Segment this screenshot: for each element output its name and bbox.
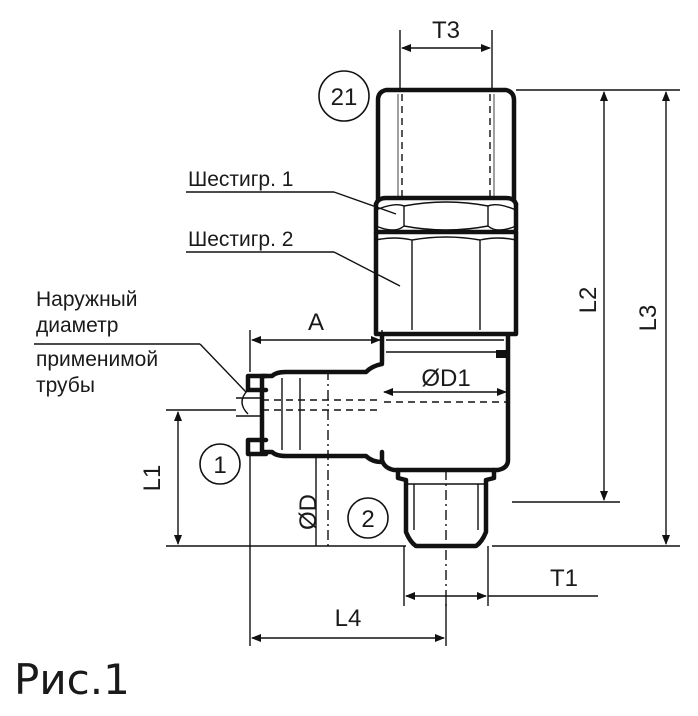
tube-label-line1: Наружный xyxy=(36,288,138,311)
l2-label: L2 xyxy=(575,287,602,314)
l4-label: L4 xyxy=(335,605,362,632)
dim-l1 xyxy=(166,409,406,547)
callout-tube xyxy=(34,343,247,393)
a-label: A xyxy=(308,309,324,336)
lower-body xyxy=(379,333,511,473)
tube-label-line4: трубы xyxy=(36,374,95,397)
hex-nut-1 xyxy=(373,195,519,233)
marker-21 xyxy=(318,70,370,122)
l1-label: L1 xyxy=(139,465,166,492)
tube-label-line3: применимой xyxy=(36,348,158,371)
callout-hex1 xyxy=(186,191,397,215)
dim-a xyxy=(249,330,383,372)
dim-l3 xyxy=(492,89,680,547)
dim-l4 xyxy=(249,456,447,646)
hex2-label: Шестигр. 2 xyxy=(188,228,293,251)
callout-hex2 xyxy=(186,251,401,287)
top-thread-section xyxy=(375,87,517,203)
dim-t1 xyxy=(403,546,598,606)
marker-21-label: 21 xyxy=(331,84,358,111)
marker-1-label: 1 xyxy=(213,452,226,479)
t1-label: T1 xyxy=(550,565,578,592)
marker-2-label: 2 xyxy=(361,506,374,533)
tube-label-line2: диаметр xyxy=(36,314,118,337)
t3-label: T3 xyxy=(432,17,460,44)
dim-t3 xyxy=(399,30,493,92)
dim-l2 xyxy=(512,89,620,503)
d-label: ØD xyxy=(295,494,322,530)
hex1-label: Шестигр. 1 xyxy=(188,168,293,191)
figure-caption: Рис.1 xyxy=(14,655,130,704)
marker-1 xyxy=(199,443,241,485)
d1-label: ØD1 xyxy=(421,365,470,392)
hex-nut-2 xyxy=(373,229,519,337)
side-port xyxy=(236,361,385,465)
marker-2 xyxy=(347,497,389,539)
l3-label: L3 xyxy=(635,305,662,332)
